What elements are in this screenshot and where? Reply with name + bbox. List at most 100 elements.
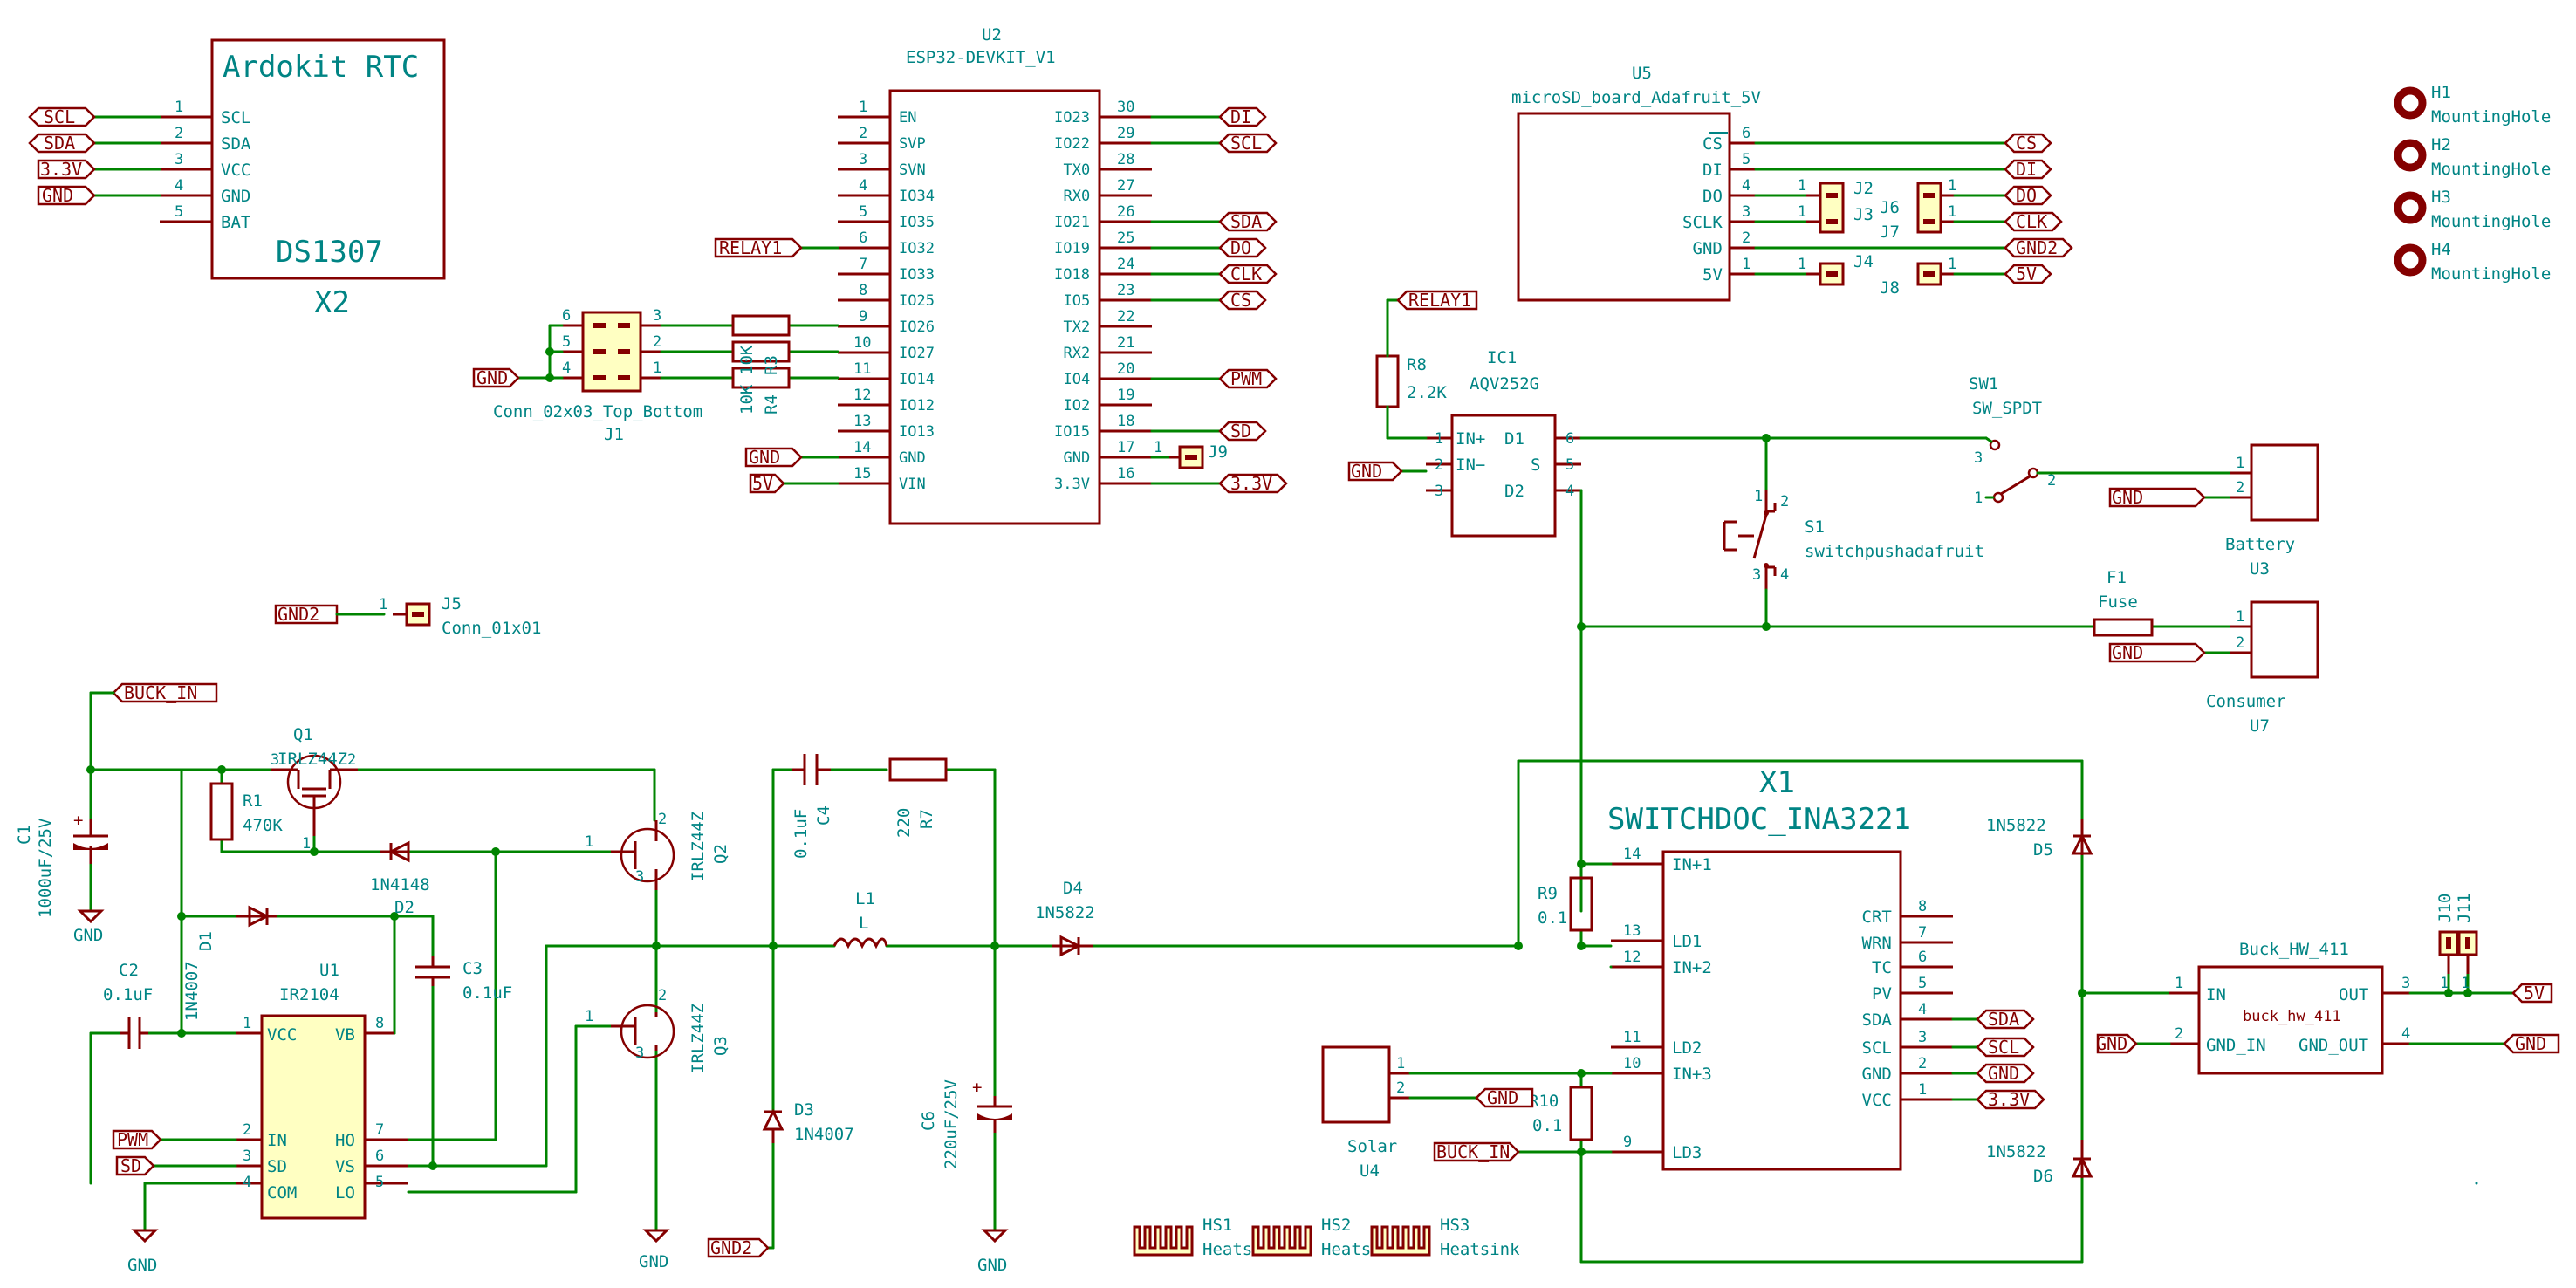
net-label-cs: CS [2004, 133, 2052, 154]
svg-text:7: 7 [375, 1121, 384, 1139]
pin-name: IO34 [899, 188, 935, 205]
pin-name: IO22 [1054, 135, 1090, 153]
sd-value: microSD_board_Adafruit_5V [1511, 88, 1761, 107]
svg-text:S: S [1531, 456, 1540, 475]
net-label-text: 3.3V [1988, 1089, 2030, 1110]
pin-name: SDA [221, 134, 251, 154]
heatsink-value: Heats [1321, 1240, 1371, 1259]
net-label-text: CS [1230, 290, 1251, 311]
svg-text:J5: J5 [442, 594, 462, 613]
net-label-text: DO [1230, 237, 1251, 258]
svg-text:GND: GND [1351, 461, 1382, 482]
pin-num: 28 [1117, 151, 1134, 168]
ina3221-module: X1 SWITCHDOC_INA3221 14IN+113LD112IN+211… [1321, 625, 2171, 1264]
svg-text:2: 2 [1435, 456, 1443, 474]
net-label-5v-buck: 5V [2511, 983, 2553, 1004]
svg-text:IRLZ44Z: IRLZ44Z [689, 812, 708, 881]
buck-hw411: Buck_HW_411 buck_hw_411 1 2 3 4 IN GND_I… [2096, 894, 2560, 1185]
pin-num: 3 [175, 151, 183, 168]
svg-text:R7: R7 [917, 809, 936, 829]
svg-text:470K: 470K [243, 816, 283, 835]
svg-text:switchpushadafruit: switchpushadafruit [1805, 542, 1984, 561]
svg-text:3: 3 [653, 307, 661, 325]
pin-num: 2 [175, 125, 183, 142]
net-label-gnd: GND [37, 185, 96, 206]
pin-name: TC [1872, 958, 1892, 977]
net-label-pwm: PWM [1218, 368, 1278, 389]
svg-text:1: 1 [1948, 203, 1956, 221]
svg-text:1: 1 [2236, 455, 2244, 472]
svg-text:GND: GND [2515, 1033, 2546, 1054]
rtc-module: Ardokit RTC DS1307 X2 1 2 3 4 5 SCL SDA … [28, 38, 446, 320]
pin-name: DI [1702, 161, 1723, 180]
esp32-value: ESP32-DEVKIT_V1 [906, 48, 1056, 67]
pin-name: IO25 [899, 292, 935, 310]
pin-num: 2 [859, 125, 867, 142]
svg-text:2: 2 [347, 751, 356, 769]
svg-text:PWM: PWM [117, 1129, 148, 1150]
pin-name: IN+1 [1672, 855, 1712, 874]
pin-name: IO19 [1054, 240, 1090, 257]
net-label-sda: SDA [1976, 1009, 2035, 1030]
svg-text:220uF/25V: 220uF/25V [942, 1079, 961, 1169]
svg-text:3: 3 [2401, 975, 2410, 992]
svg-text:0.1uF: 0.1uF [103, 985, 153, 1004]
hole-value: MountingHole [2431, 212, 2551, 231]
pin-num: 10 [1623, 1055, 1641, 1072]
net-label-gnd-buck-out: GND [2503, 1033, 2560, 1054]
svg-text:1: 1 [2175, 975, 2183, 992]
pin-num: 1 [859, 99, 867, 116]
svg-text:J3: J3 [1853, 205, 1874, 224]
buck-power-stage: BUCK_IN [15, 682, 1520, 1275]
pin-name: VCC [1862, 1091, 1892, 1110]
pin-name: RX0 [1064, 188, 1091, 205]
svg-text:GND: GND [749, 447, 780, 468]
pin-name: IO35 [899, 214, 935, 231]
pin-num: 7 [1918, 924, 1927, 942]
net-label-relay1: RELAY1 [714, 237, 803, 258]
svg-text:1: 1 [1798, 177, 1806, 195]
svg-text:R1: R1 [243, 791, 263, 811]
svg-text:R10: R10 [1529, 1092, 1559, 1111]
pin-name: PV [1872, 984, 1892, 1004]
pin-num: 6 [1918, 949, 1927, 966]
svg-text:2: 2 [243, 1121, 251, 1139]
mounting-hole-icon [2394, 139, 2427, 172]
j1-value: Conn_02x03_Top_Bottom [493, 402, 702, 421]
net-label-sd-u1: SD [115, 1155, 155, 1176]
net-label-text: PWM [1230, 368, 1262, 389]
net-label-gnd-j1: GND [472, 367, 520, 388]
svg-text:U1: U1 [319, 961, 339, 980]
svg-text:RELAY1: RELAY1 [719, 237, 782, 258]
net-label-text: CLK [2016, 211, 2047, 232]
pin-name: IO23 [1054, 109, 1090, 127]
pin-num: 8 [859, 282, 867, 299]
svg-text:2: 2 [2175, 1025, 2183, 1043]
svg-text:1: 1 [379, 596, 387, 613]
pin-num: 6 [859, 230, 867, 247]
pin-name: CRT [1862, 908, 1892, 927]
net-label-sda: SDA [28, 133, 96, 154]
pin-num: 15 [853, 465, 871, 483]
net-label-clk: CLK [2004, 211, 2063, 232]
heatsink-ref: HS1 [1202, 1216, 1232, 1235]
svg-text:Consumer: Consumer [2206, 692, 2286, 711]
svg-text:220: 220 [894, 808, 914, 838]
svg-text:3: 3 [271, 751, 279, 769]
heatsink-icon [1370, 1225, 1431, 1257]
pin-name: IO33 [899, 266, 935, 284]
rtc-ref: X2 [314, 285, 350, 320]
pin-name: IO13 [899, 423, 935, 441]
esp32-ref: U2 [982, 25, 1002, 45]
pin-num: 4 [1742, 177, 1750, 195]
svg-text:IRLZ44Z: IRLZ44Z [689, 1004, 708, 1073]
svg-text:RELAY1: RELAY1 [1408, 290, 1471, 311]
pin-name: GND [1862, 1065, 1892, 1084]
svg-text:VS: VS [335, 1157, 355, 1176]
svg-text:+: + [972, 1078, 982, 1097]
svg-text:GND: GND [2096, 1033, 2127, 1054]
pin-name: RX2 [1064, 345, 1091, 362]
pin-name: TX0 [1064, 161, 1091, 179]
svg-text:1: 1 [2236, 608, 2244, 626]
pin-num: 10 [853, 334, 871, 352]
